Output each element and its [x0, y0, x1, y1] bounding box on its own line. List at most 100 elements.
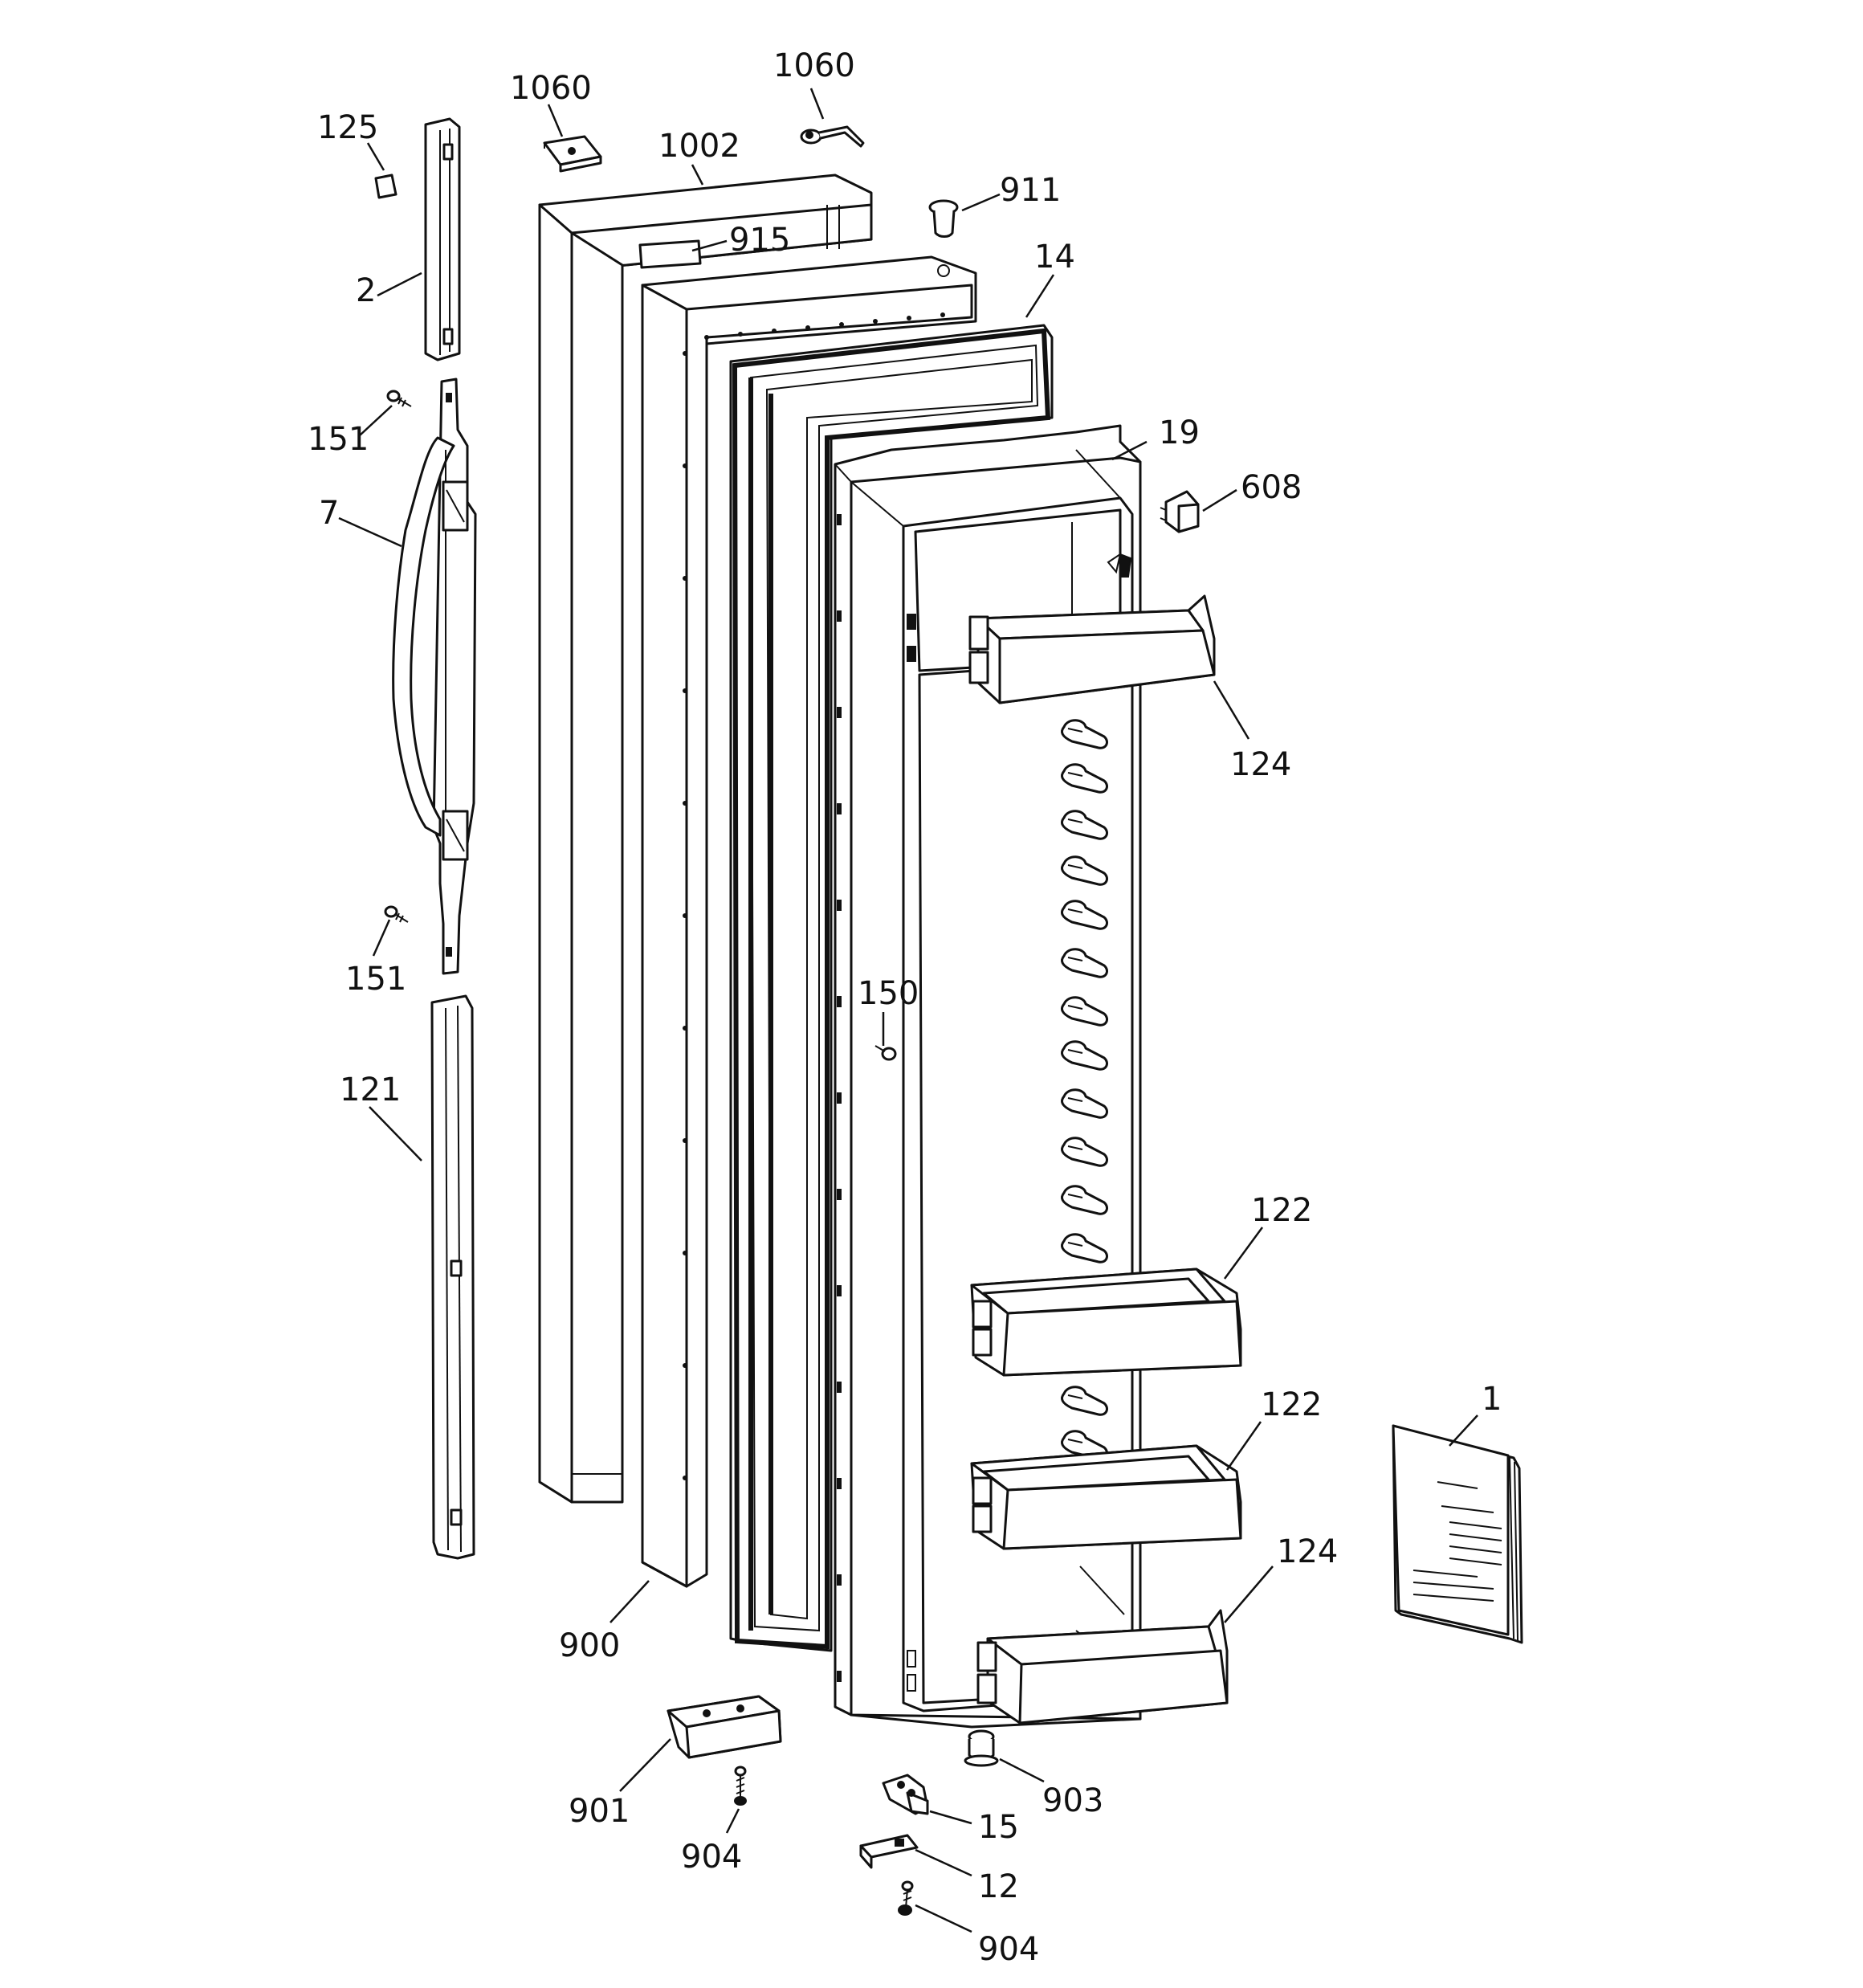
shelf-clip [1061, 810, 1108, 840]
leader-lines [338, 88, 1478, 1933]
shelf-clip-edge [1067, 772, 1083, 777]
liner-tab [837, 1574, 842, 1586]
callout-12: 12 [978, 1868, 1019, 1905]
callout-122-upper: 122 [1251, 1192, 1312, 1229]
shelf-clip-edge [1067, 1194, 1083, 1198]
shelf-clip [1061, 719, 1108, 749]
callout-151-bottom: 151 [345, 961, 406, 998]
liner-tab [837, 1092, 842, 1104]
liner-tab [837, 1478, 842, 1489]
shelf-clip-edge [1067, 957, 1083, 961]
shelf-clip [1061, 1137, 1108, 1167]
rivet-dot [907, 316, 911, 320]
screw-904-left [734, 1766, 747, 1806]
screw-151-bottom [384, 905, 409, 923]
part-label [638, 239, 702, 269]
liner-tab [837, 707, 842, 718]
part-upper-door-bin [968, 594, 1216, 704]
callout-124-bottom: 124 [1277, 1533, 1338, 1570]
manual-text-marks [1413, 1481, 1502, 1602]
rivet-dot [683, 688, 687, 693]
callout-121: 121 [340, 1072, 401, 1108]
part-middle-door-bin-2 [970, 1444, 1242, 1550]
manual-text-line [1449, 1533, 1502, 1541]
liner-tab [837, 1671, 842, 1682]
callout-903: 903 [1042, 1782, 1103, 1819]
liner-tab [837, 996, 842, 1007]
rivet-dot [940, 312, 945, 317]
shelf-clip-edge [1067, 1439, 1083, 1443]
rivet-dot [683, 913, 687, 918]
manual-text-line [1413, 1594, 1494, 1602]
rivet-dot [873, 319, 878, 324]
shelf-clip-edge [1067, 1097, 1083, 1102]
part-top-trim [424, 117, 461, 361]
callout-15: 15 [978, 1809, 1019, 1846]
rivet-dot [683, 1138, 687, 1143]
shelf-clip [1061, 1040, 1108, 1071]
callout-1002: 1002 [658, 128, 740, 165]
liner-tab [837, 900, 842, 911]
shelf-clip-edge [1067, 864, 1083, 869]
manual-text-line [1413, 1570, 1478, 1578]
part-handle [392, 378, 477, 975]
manual-text-line [1441, 1505, 1494, 1513]
rivet-dot [683, 351, 687, 356]
shelf-clip-edge [1067, 728, 1083, 733]
manual-text-line [1449, 1545, 1502, 1553]
callout-915: 915 [729, 222, 790, 259]
shelf-clip [1061, 1088, 1108, 1119]
rivet-dot [683, 1363, 687, 1368]
part-hinge [882, 1774, 929, 1815]
part-middle-door-bin-1 [970, 1268, 1242, 1377]
part-gasket [729, 324, 1054, 1652]
shelf-clip-edge [1067, 908, 1083, 913]
manual-text-line [1449, 1521, 1502, 1529]
part-outer-door-panel [538, 173, 873, 1504]
part-hinge-bracket-right [800, 125, 865, 148]
callout-1060-right: 1060 [773, 47, 855, 84]
shelf-clip [1061, 900, 1108, 930]
part-owners-manual [1392, 1424, 1523, 1644]
shelf-clip-edge [1067, 1145, 1083, 1150]
shelf-clip-edge [1067, 1394, 1083, 1399]
liner-rivets [683, 312, 945, 1480]
liner-tab [837, 1382, 842, 1393]
callout-14: 14 [1034, 239, 1075, 276]
callout-7: 7 [319, 495, 339, 532]
part-inner-liner [834, 424, 1142, 1729]
rivet-dot [683, 801, 687, 806]
rivet-dot [683, 1476, 687, 1480]
shelf-clip [1061, 996, 1108, 1027]
shelf-clip [1061, 1386, 1108, 1416]
rivet-dot [683, 1026, 687, 1031]
part-hinge-cover [667, 1695, 782, 1759]
part-bottom-trim [430, 994, 475, 1560]
part-hinge-plate-left [543, 135, 602, 173]
part-hinge-bracket [859, 1834, 919, 1869]
rivet-dot [772, 329, 777, 333]
shelf-clip [1061, 855, 1108, 886]
shelf-clip [1061, 1185, 1108, 1215]
callout-124-top: 124 [1230, 746, 1291, 783]
shelf-clip [1061, 763, 1108, 794]
callout-1060-left: 1060 [510, 70, 592, 107]
callout-2: 2 [356, 272, 376, 309]
rivet-dot [738, 332, 743, 337]
callout-labels: 125 1060 1060 1002 911 915 2 14 151 19 6… [308, 47, 1502, 1968]
screw-151-top [386, 390, 412, 407]
callout-904-left: 904 [681, 1839, 742, 1876]
manual-text-line [1449, 1557, 1502, 1565]
rivet-dot [683, 1251, 687, 1255]
part-bushing [928, 199, 959, 238]
callout-904-right: 904 [978, 1931, 1039, 1968]
callout-901: 901 [569, 1793, 630, 1830]
liner-tab [837, 1285, 842, 1296]
callout-900: 900 [559, 1627, 620, 1664]
screw-150 [874, 1045, 897, 1061]
callout-1: 1 [1482, 1381, 1502, 1418]
rivet-dot [704, 335, 709, 340]
callout-608: 608 [1241, 469, 1302, 506]
shelf-clip-edge [1067, 1005, 1083, 1010]
